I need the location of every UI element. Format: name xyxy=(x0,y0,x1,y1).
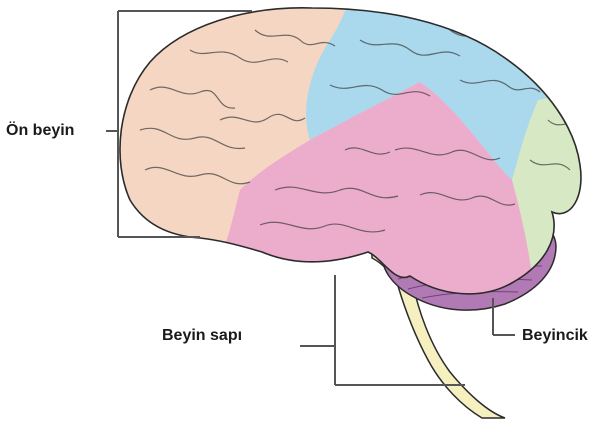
brainstem-label: Beyin sapı xyxy=(162,327,242,345)
forebrain-label: Ön beyin xyxy=(6,122,74,140)
cerebellum-label: Beyincik xyxy=(522,327,588,345)
